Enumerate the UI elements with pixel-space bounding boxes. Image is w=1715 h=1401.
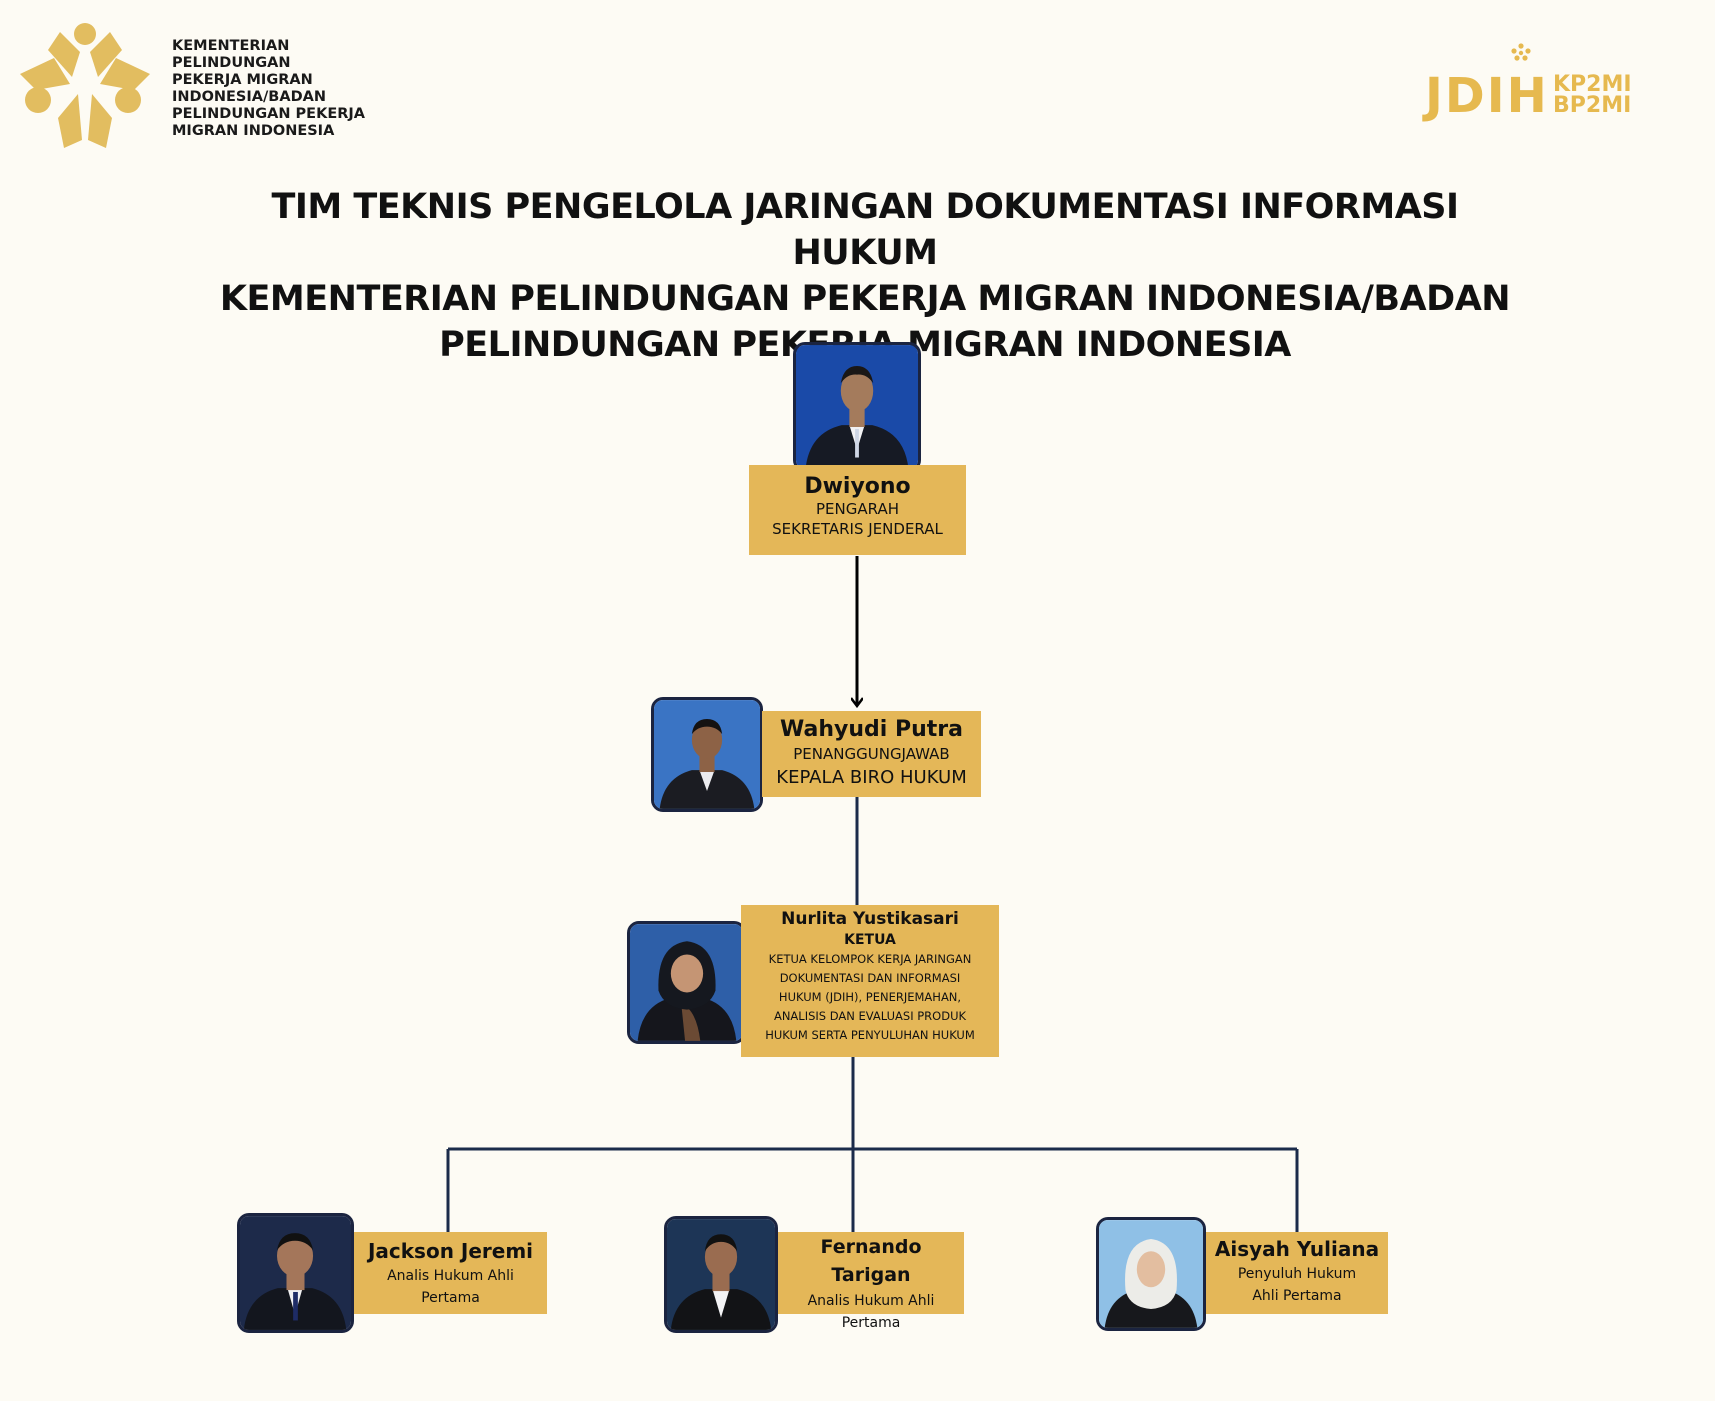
card-penanggungjawab: Wahyudi Putra PENANGGUNGJAWAB KEPALA BIR… — [762, 711, 981, 797]
person-position: Pertama — [841, 1315, 901, 1331]
person-role: PENANGGUNGJAWAB — [793, 745, 950, 763]
person-role: PENGARAH — [816, 500, 899, 518]
card-member: Jackson Jeremi Analis Hukum Ahli Pertama — [354, 1232, 547, 1314]
ministry-line: PEKERJA MIGRAN — [172, 72, 313, 88]
ministry-line: PELINDUNGAN — [172, 55, 291, 71]
position-line: HUKUM (JDIH), PENERJEMAHAN, — [778, 990, 962, 1004]
jdih-sub-line: BP2MI — [1553, 93, 1632, 118]
position-line: ANALISIS DAN EVALUASI PRODUK — [773, 1009, 967, 1023]
title-line: KEMENTERIAN PELINDUNGAN PEKERJA MIGRAN I… — [219, 279, 1511, 319]
person-photo-icon — [667, 1219, 775, 1330]
person-photo-icon — [654, 700, 760, 809]
person-position: SEKRETARIS JENDERAL — [772, 520, 943, 538]
person-name: Fernando Tarigan — [820, 1236, 922, 1286]
ministry-line: MIGRAN INDONESIA — [172, 123, 335, 139]
title-line: TIM TEKNIS PENGELOLA JARINGAN DOKUMENTAS… — [271, 187, 1459, 273]
person-position: Analis Hukum Ahli — [807, 1293, 935, 1309]
avatar-penanggungjawab — [651, 697, 763, 812]
person-position: Penyuluh Hukum — [1237, 1266, 1357, 1282]
person-photo-icon — [240, 1216, 351, 1330]
avatar-pengarah — [793, 342, 921, 472]
person-name: Aisyah Yuliana — [1214, 1237, 1380, 1261]
person-photo-icon — [630, 924, 743, 1041]
person-photo-icon — [796, 345, 918, 469]
ministry-line: KEMENTERIAN — [172, 38, 290, 54]
person-name: Nurlita Yustikasari — [781, 909, 959, 929]
position-line: KETUA KELOMPOK KERJA JARINGAN — [768, 952, 972, 966]
jdih-emblem-icon — [1511, 43, 1531, 61]
position-line: HUKUM SERTA PENYULUHAN HUKUM — [765, 1028, 975, 1042]
person-position: KETUA KELOMPOK KERJA JARINGAN DOKUMENTAS… — [741, 950, 999, 1045]
avatar-member — [664, 1216, 778, 1333]
card-ketua: Nurlita Yustikasari KETUA KETUA KELOMPOK… — [741, 905, 999, 1057]
jdih-sub-line: KP2MI — [1553, 72, 1632, 97]
person-position: KEPALA BIRO HUKUM — [776, 767, 967, 788]
card-member: Fernando Tarigan Analis Hukum Ahli Perta… — [778, 1232, 964, 1331]
person-photo-icon — [1099, 1220, 1203, 1328]
person-name: Wahyudi Putra — [780, 717, 963, 742]
person-name: Dwiyono — [804, 474, 911, 499]
ministry-logo — [20, 23, 150, 148]
person-role: KETUA — [844, 932, 896, 948]
avatar-ketua — [627, 921, 746, 1044]
position-line: DOKUMENTASI DAN INFORMASI — [779, 971, 961, 985]
jdih-sub-text: KP2MI BP2MI — [1553, 72, 1632, 118]
person-position: Analis Hukum Ahli — [387, 1268, 514, 1284]
card-member: Aisyah Yuliana Penyuluh Hukum Ahli Perta… — [1206, 1232, 1388, 1314]
ministry-name: KEMENTERIAN PELINDUNGAN PEKERJA MIGRAN I… — [172, 38, 392, 140]
ministry-line: PELINDUNGAN PEKERJA — [172, 106, 366, 122]
person-position: Ahli Pertama — [1252, 1288, 1342, 1304]
card-pengarah: Dwiyono PENGARAH SEKRETARIS JENDERAL — [749, 465, 966, 555]
person-position: Pertama — [421, 1290, 480, 1306]
avatar-member — [237, 1213, 354, 1333]
avatar-member — [1096, 1217, 1206, 1331]
jdih-logo: JDIH KP2MI BP2MI — [1425, 42, 1640, 132]
person-name: Jackson Jeremi — [367, 1239, 534, 1263]
jdih-main-text: JDIH — [1425, 68, 1549, 124]
ministry-line: INDONESIA/BADAN — [172, 89, 326, 105]
